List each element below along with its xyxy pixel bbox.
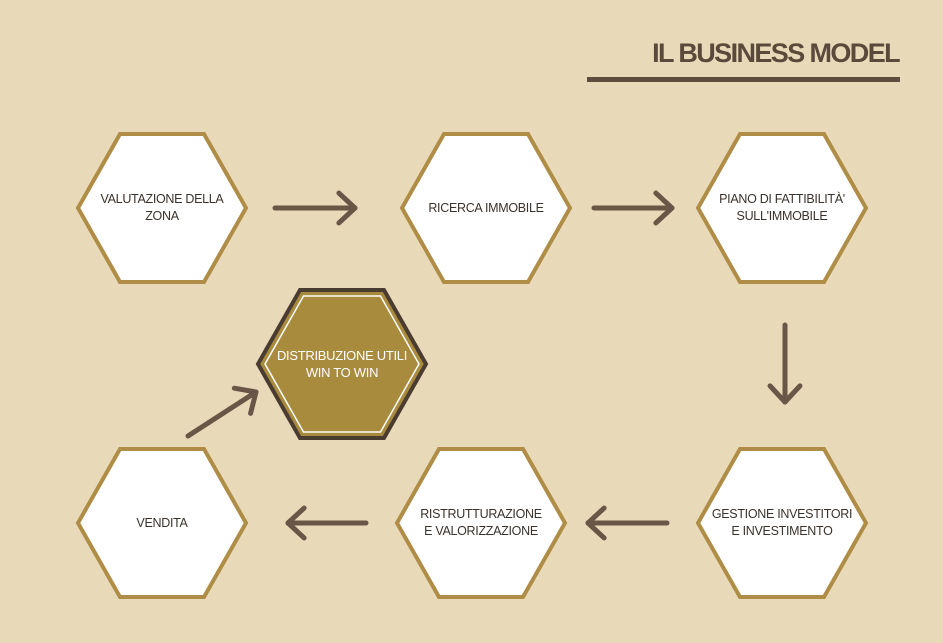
hexagon-inner-outline [264, 295, 420, 433]
arrowhead [231, 385, 259, 416]
step-label-gestione: GESTIONE INVESTITORI E INVESTIMENTO [711, 507, 853, 538]
title-underline [587, 77, 900, 82]
arrowhead [336, 190, 358, 226]
hexagon-ricerca [399, 132, 573, 284]
hexagon-valutazione [75, 132, 249, 284]
flow-arrow-gestione-to-ristrutturazione [585, 505, 670, 541]
arrowhead [767, 383, 803, 405]
step-label-distribuzione: DISTRIBUZIONE UTILI WIN TO WIN [276, 348, 408, 380]
flow-arrow-valutazione-to-ricerca [272, 190, 358, 226]
step-label-ricerca: RICERCA IMMOBILE [428, 200, 544, 215]
flow-arrow-piano-to-gestione [767, 322, 803, 405]
hexagon-vendita [75, 447, 249, 599]
hexagon-gestione [695, 447, 869, 599]
page-title: IL BUSINESS MODEL [652, 38, 900, 68]
arrowhead [653, 190, 675, 226]
step-label-vendita: VENDITA [136, 515, 188, 530]
step-label-piano: PIANO DI FATTIBILITÀ' SULL'IMMOBILE [719, 192, 845, 223]
flow-arrow-vendita-to-distribuzione [185, 385, 259, 439]
arrowhead [285, 505, 307, 541]
step-label-ristrutturazione: RISTRUTTURAZIONE E VALORIZZAZIONE [420, 507, 542, 538]
step-label-valutazione: VALUTAZIONE DELLA ZONA [100, 192, 224, 223]
arrowhead [585, 505, 607, 541]
hexagon-ristrutturazione [394, 447, 568, 599]
hexagon-piano [695, 132, 869, 284]
flow-arrow-ricerca-to-piano [591, 190, 675, 226]
hexagon-distribuzione [255, 288, 429, 440]
flow-arrow-ristrutturazione-to-vendita [285, 505, 369, 541]
